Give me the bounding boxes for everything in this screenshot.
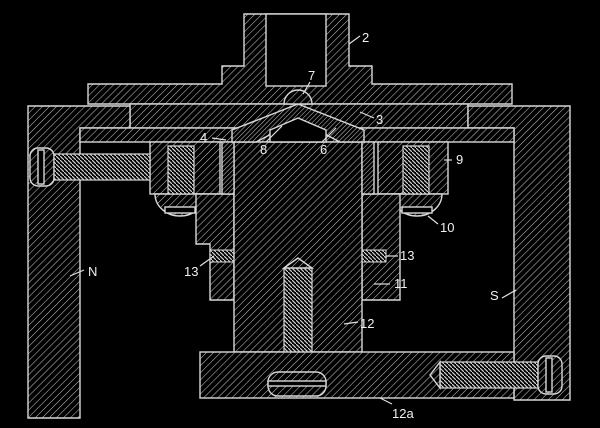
label-11: 11 (394, 276, 408, 291)
screw-slot-right (401, 206, 433, 214)
label-6: 6 (320, 142, 327, 157)
bolt-shank-left (53, 153, 151, 181)
center-screw-tip (281, 257, 315, 269)
leader-8 (265, 125, 283, 143)
leader-12a (379, 397, 393, 405)
label-9: 9 (456, 152, 463, 167)
vertical-screw-right (402, 145, 430, 195)
label-2: 2 (362, 30, 369, 45)
screw-13-right (361, 249, 387, 263)
leader-2 (348, 35, 361, 45)
leader-13a (199, 255, 215, 267)
leader-4 (211, 137, 227, 141)
bolt-slot-right (545, 357, 553, 393)
bolt-shank-right (439, 361, 539, 389)
leader-10 (427, 215, 439, 225)
part-8-cavity (269, 117, 327, 143)
label-N: N (88, 264, 97, 279)
label-12a: 12a (392, 406, 414, 421)
part-2-channel (265, 13, 327, 87)
label-4: 4 (200, 130, 207, 145)
screw-slot-left (164, 206, 196, 214)
label-7: 7 (308, 68, 315, 83)
leader-S (501, 289, 517, 299)
label-S: S (490, 288, 499, 303)
leader-N (69, 269, 85, 277)
leader-12 (343, 321, 359, 325)
label-13b: 13 (400, 248, 414, 263)
leader-3 (359, 111, 375, 119)
part-7-dome (283, 89, 313, 105)
leader-7 (302, 81, 311, 95)
label-3: 3 (376, 112, 383, 127)
part-4-right (361, 141, 375, 195)
bolt-tip-right (429, 359, 441, 391)
part-11-left (195, 193, 235, 301)
part-4-left (221, 141, 235, 195)
vertical-screw-left (167, 145, 195, 195)
base-screw-slot (267, 380, 327, 387)
label-13a: 13 (184, 264, 198, 279)
label-12: 12 (360, 316, 374, 331)
leader-6 (321, 127, 337, 143)
label-10: 10 (440, 220, 454, 235)
label-8: 8 (260, 142, 267, 157)
bolt-slot-left (37, 149, 45, 185)
